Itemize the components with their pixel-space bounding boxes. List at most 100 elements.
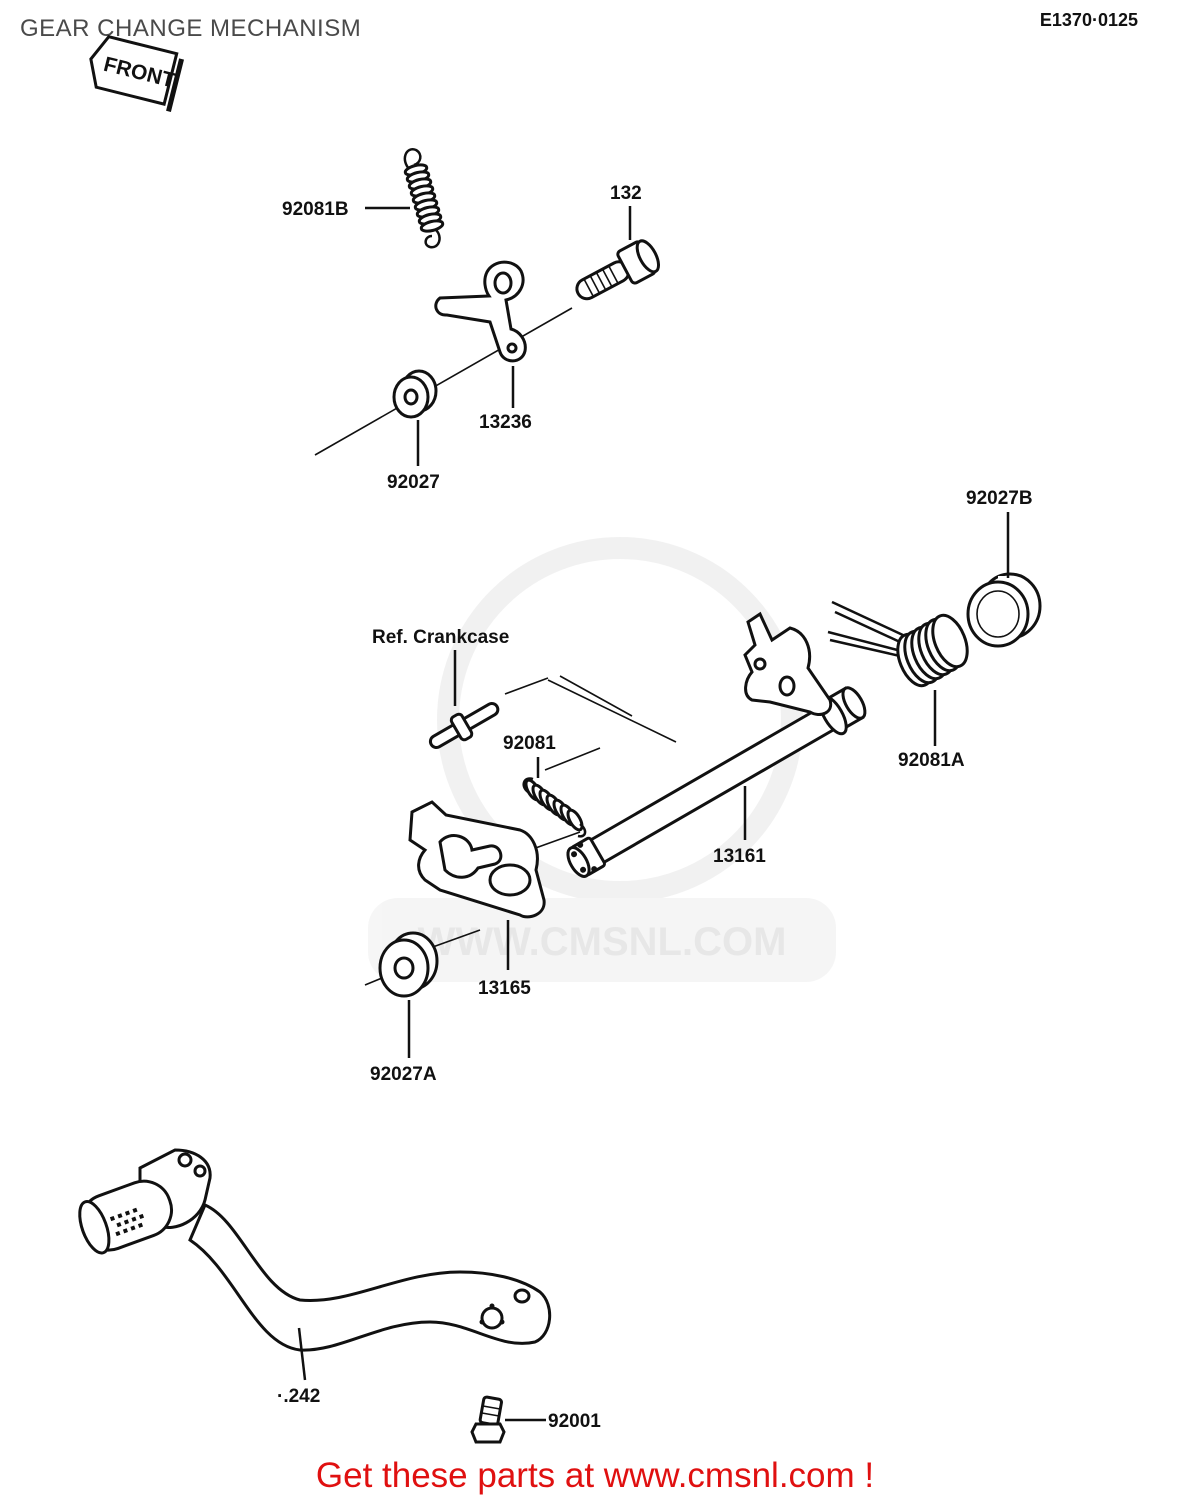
front-arrow-shadow-right xyxy=(166,58,184,112)
clevis-pin xyxy=(177,1152,193,1168)
knurl-dot xyxy=(137,1222,144,1228)
bolt-thread xyxy=(596,272,606,290)
knurl-dot xyxy=(123,1219,130,1225)
callout-92081a: 92081A xyxy=(898,750,965,771)
pin-collar xyxy=(449,712,474,742)
spline-tooth xyxy=(499,1319,505,1325)
callout-92001: 92001 xyxy=(548,1411,601,1432)
shaft-body xyxy=(573,687,866,874)
spring-coil xyxy=(566,808,584,832)
pedal-peg xyxy=(78,1179,173,1255)
pedal-spline xyxy=(480,1306,504,1330)
knurl-dot xyxy=(117,1213,123,1219)
clevis-pin xyxy=(193,1164,207,1178)
ref-line-d xyxy=(544,747,601,771)
knurl-dot xyxy=(130,1225,136,1231)
lever-13236 xyxy=(434,260,527,363)
ref-line-e xyxy=(529,831,581,851)
callout-92081b: 92081B xyxy=(282,199,349,220)
spline-tooth xyxy=(571,851,578,858)
watermark-text: WWW.CMSNL.COM xyxy=(418,920,787,964)
spring-coil xyxy=(419,219,445,233)
bolt-92001 xyxy=(470,1395,506,1444)
spring-leg-upper xyxy=(831,600,906,638)
knurl-dot xyxy=(109,1215,116,1222)
ref-line-a xyxy=(504,677,549,695)
watermark-logo: WWW.CMSNL.COM xyxy=(368,537,836,982)
ref-line-c xyxy=(547,679,677,743)
cap-rim xyxy=(976,590,1020,638)
spring-hook-bottom xyxy=(424,229,441,249)
peg-knurl xyxy=(109,1207,145,1237)
bolt-thread xyxy=(589,276,600,293)
ref-line-f xyxy=(364,977,383,986)
spring-leg-lower-2 xyxy=(829,638,901,658)
spring-leg-upper-2 xyxy=(834,610,901,644)
callout-13236: 13236 xyxy=(479,412,532,433)
diagram-title: GEAR CHANGE MECHANISM xyxy=(20,15,362,42)
ref-line-g xyxy=(429,929,481,949)
pedal-arm xyxy=(188,1203,552,1352)
knurl-dot xyxy=(124,1210,131,1216)
plate-cutout xyxy=(438,834,503,879)
lever-hole-top xyxy=(493,271,513,295)
knurl-dot xyxy=(116,1222,122,1228)
spring-92081a xyxy=(827,600,969,688)
knurl-dot xyxy=(131,1216,137,1222)
plate-hole xyxy=(488,863,532,897)
shaft-arm-hole-small xyxy=(753,657,767,671)
bolt-thread xyxy=(481,1412,500,1417)
spring-hook xyxy=(577,823,587,838)
bolt-thread xyxy=(583,279,594,297)
knurl-dot xyxy=(115,1230,121,1237)
spring-hook-top xyxy=(403,148,422,171)
bolt-thread xyxy=(608,266,619,283)
callout-13242: ·.242 xyxy=(277,1386,320,1407)
leader-13242 xyxy=(297,1327,307,1381)
crankcase-pin xyxy=(428,702,500,749)
shaft-cylinder xyxy=(566,686,867,878)
callout-132: 132 xyxy=(610,183,642,204)
watermark-circle xyxy=(437,537,803,903)
callout-92027a: 92027A xyxy=(370,1064,437,1085)
collar-hole xyxy=(393,956,415,980)
spline-tooth xyxy=(591,866,598,873)
reference-code: E1370·0125 xyxy=(1039,10,1138,30)
knurl-dot xyxy=(138,1213,145,1220)
promo-footer-link[interactable]: Get these parts at www.cmsnl.com ! xyxy=(315,1456,875,1495)
shaft-end-face xyxy=(841,686,867,720)
pedal-13242 xyxy=(78,1148,552,1352)
spring-92081b xyxy=(403,148,445,249)
shaft-13161 xyxy=(566,611,867,878)
collar-92027b xyxy=(966,572,1042,648)
shaft-arm xyxy=(743,611,833,716)
bolt-thread xyxy=(482,1405,501,1410)
ref-line-b xyxy=(559,675,633,717)
callout-92027b: 92027B xyxy=(966,488,1033,509)
spline-tooth xyxy=(479,1319,485,1325)
spring-92081 xyxy=(522,777,587,838)
collar-92027 xyxy=(392,369,438,419)
knurl-dot xyxy=(122,1228,128,1234)
bolt-shank xyxy=(478,1395,503,1427)
callout-ref-crankcase: Ref. Crankcase xyxy=(372,627,509,648)
lever-hole-bottom xyxy=(506,342,518,354)
peg-end xyxy=(78,1200,111,1255)
callout-13161: 13161 xyxy=(713,846,766,867)
front-arrow-shape xyxy=(89,35,179,106)
collar-92027a xyxy=(378,931,439,998)
collar-hole xyxy=(403,388,419,406)
callout-92081: 92081 xyxy=(503,733,556,754)
bolt-head xyxy=(470,1422,506,1444)
callout-13165: 13165 xyxy=(478,978,531,999)
knurl-dot xyxy=(132,1207,138,1213)
spline-tooth xyxy=(580,866,587,873)
pedal-pivot-hole xyxy=(513,1288,531,1304)
callout-92027: 92027 xyxy=(387,472,440,493)
spring-coil xyxy=(931,613,969,669)
watermark-band xyxy=(368,898,836,982)
axis-line-upper xyxy=(314,307,573,456)
spline-tooth xyxy=(489,1303,495,1309)
front-arrow-label: FRONT xyxy=(101,53,177,93)
plate-13165 xyxy=(408,800,546,919)
